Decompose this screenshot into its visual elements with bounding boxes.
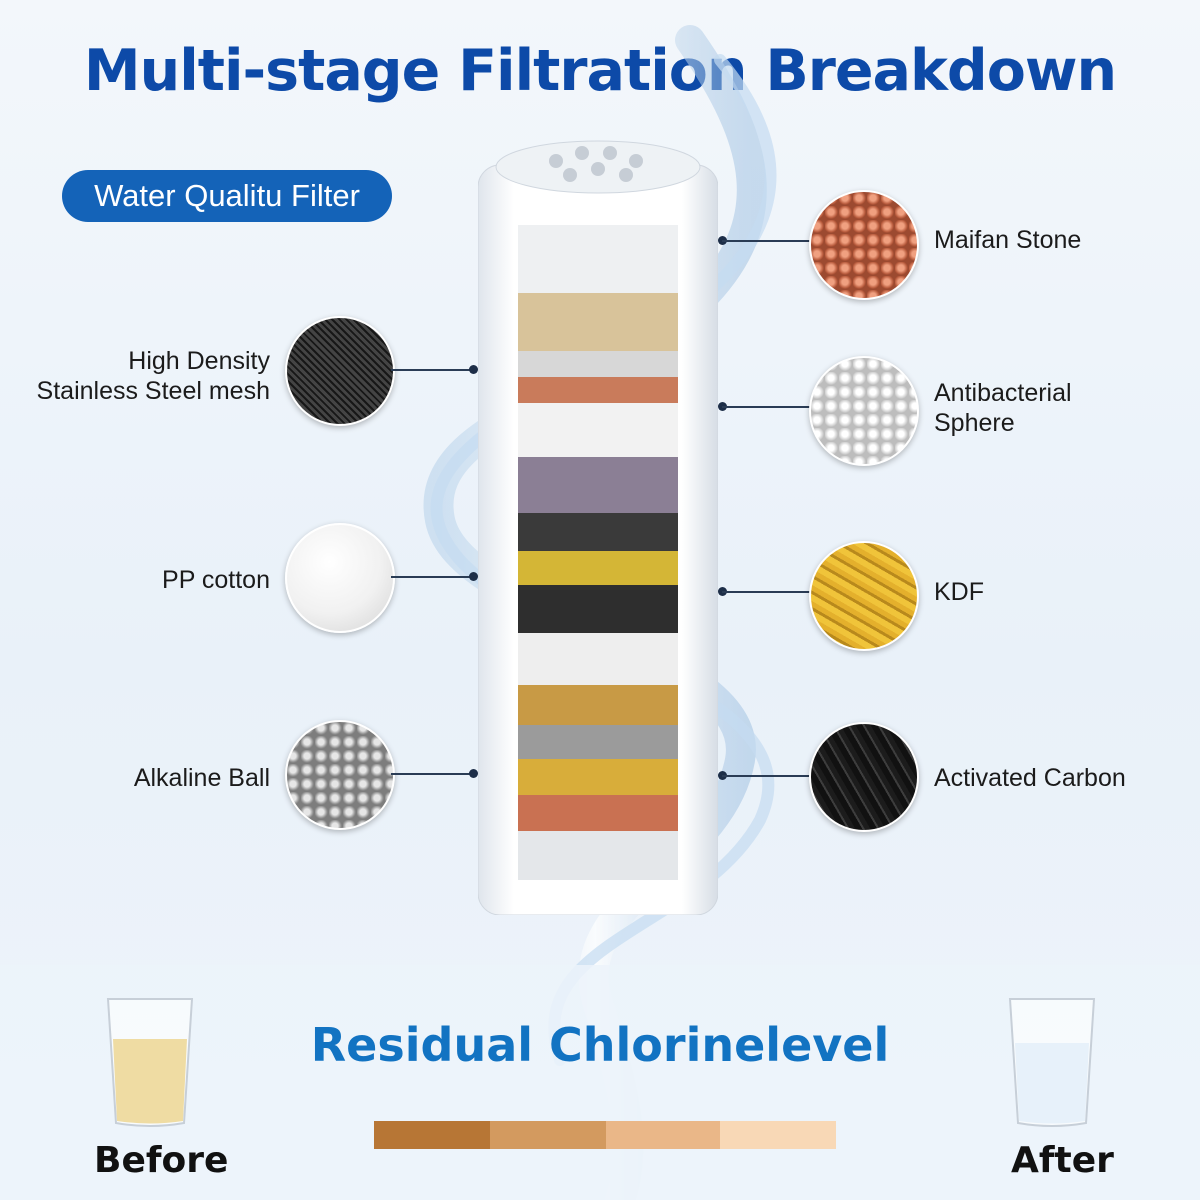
maifan-stone-swatch [809,190,919,300]
kdf-connector [722,591,810,593]
layer-label-activated-carbon: Activated Carbon [934,764,1126,792]
pp-cotton-swatch [285,523,395,633]
filter-badge: Water Qualitu Filter [62,170,392,222]
alkaline-ball-swatch [285,720,395,830]
kdf-swatch [809,541,919,651]
steel-mesh-swatch [285,316,395,426]
layer-label-alkaline-ball: Alkaline Ball [133,764,270,792]
steel-mesh-connector-dot [469,365,478,374]
pp-cotton-connector [391,576,473,578]
after-glass-icon [1008,998,1096,1127]
pp-cotton-connector-dot [469,572,478,581]
layer-label-antibacterial-sphere: Antibacterial Sphere [934,379,1072,437]
chlorine-bar-segment-1 [374,1121,490,1149]
steel-mesh-connector [391,369,473,371]
chlorine-bar-segment-3 [606,1121,722,1149]
chlorine-bar-segment-2 [490,1121,606,1149]
maifan-stone-connector [722,240,810,242]
alkaline-ball-connector [391,773,473,775]
chlorine-title: Residual Chlorinelevel [310,1018,890,1072]
activated-carbon-connector [722,775,810,777]
layer-label-steel-mesh: High Density Stainless Steel mesh [36,347,270,405]
antibacterial-sphere-swatch [809,356,919,466]
alkaline-ball-connector-dot [469,769,478,778]
layer-label-pp-cotton: PP cotton [162,566,270,594]
chlorine-bar-segment-4 [720,1121,836,1149]
before-glass-icon [106,998,194,1127]
page-title: Multi-stage Filtration Breakdown [83,38,1117,104]
filter-cartridge-illustration [478,140,718,915]
chlorine-section [0,965,1200,1200]
antibacterial-sphere-connector [722,406,810,408]
before-label: Before [94,1140,229,1181]
layer-label-maifan-stone: Maifan Stone [934,226,1082,254]
layer-label-kdf: KDF [934,578,984,606]
after-label: After [1011,1140,1114,1181]
activated-carbon-swatch [809,722,919,832]
